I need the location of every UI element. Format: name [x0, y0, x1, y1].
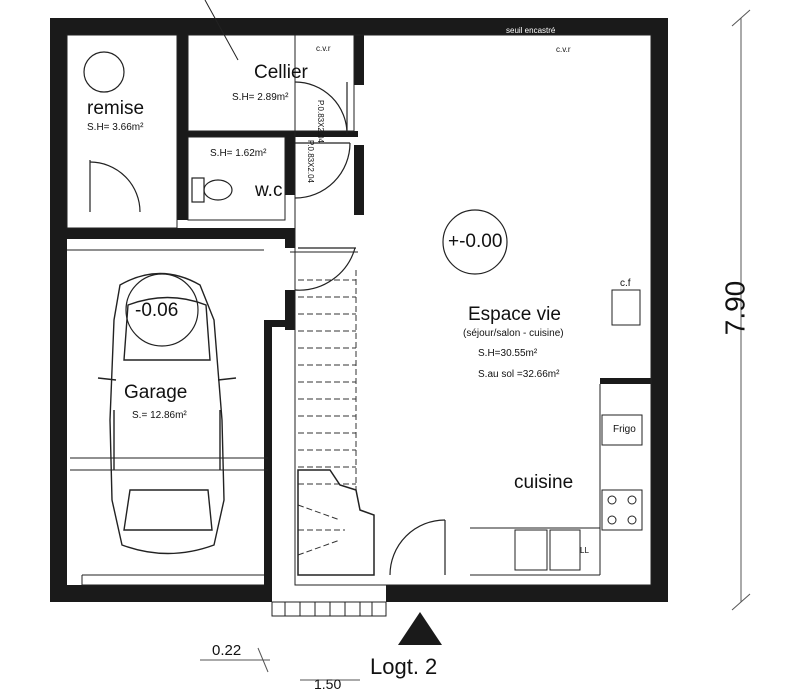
cvr-label-cellier: c.v.r [316, 44, 331, 53]
plan-title: Logt. 2 [370, 654, 438, 679]
level-circles [83, 51, 508, 347]
dimension-line [200, 9, 751, 681]
ll-label: LL [580, 546, 589, 555]
door-swings [89, 81, 446, 576]
interior-walls [67, 35, 651, 602]
seuil-label: seuil encastré [506, 26, 556, 35]
stair-well [297, 469, 375, 576]
room-subtitle-espace-vie: (séjour/salon - cuisine) [463, 328, 564, 339]
room-name-remise: remise [87, 98, 145, 119]
room-name-cellier: Cellier [254, 62, 308, 83]
room-name-wc: w.c [255, 180, 283, 201]
car-outline [97, 272, 237, 555]
room-floor-area-espace-vie: S.au sol =32.66m² [478, 369, 560, 380]
plan-lines [66, 0, 652, 617]
dimension-bottom-partial-label: 1.50 [314, 676, 342, 692]
room-area-remise: S.H= 3.66m² [87, 122, 144, 133]
exterior-walls [50, 18, 668, 602]
room-area-wc: S.H= 1.62m² [210, 148, 267, 159]
wc-fixture [191, 177, 233, 203]
cvr-label-espace: c.v.r [556, 45, 571, 54]
room-area-garage: S.= 12.86m² [132, 410, 187, 421]
dimension-bottom-left-label: 0.22 [212, 642, 242, 659]
room-name-cuisine: cuisine [514, 472, 574, 493]
room-area-cellier: S.H= 2.89m² [232, 92, 289, 103]
room-name-garage: Garage [124, 382, 188, 403]
staircase [297, 270, 357, 556]
door-label-cellier: P.0.83X2.04 [316, 100, 325, 144]
frigo-label: Frigo [613, 424, 636, 435]
cf-label: c.f [620, 278, 631, 289]
room-name-espace-vie: Espace vie [468, 304, 561, 325]
room-area-espace-vie: S.H=30.55m² [478, 348, 538, 359]
level-garage: -0.06 [135, 300, 179, 321]
level-living: +-0.00 [448, 231, 503, 252]
entry-arrow-icon [398, 612, 442, 645]
door-label-wc: P.0.83X2.04 [306, 140, 315, 184]
dimension-height-label: 7.90 [719, 280, 751, 336]
